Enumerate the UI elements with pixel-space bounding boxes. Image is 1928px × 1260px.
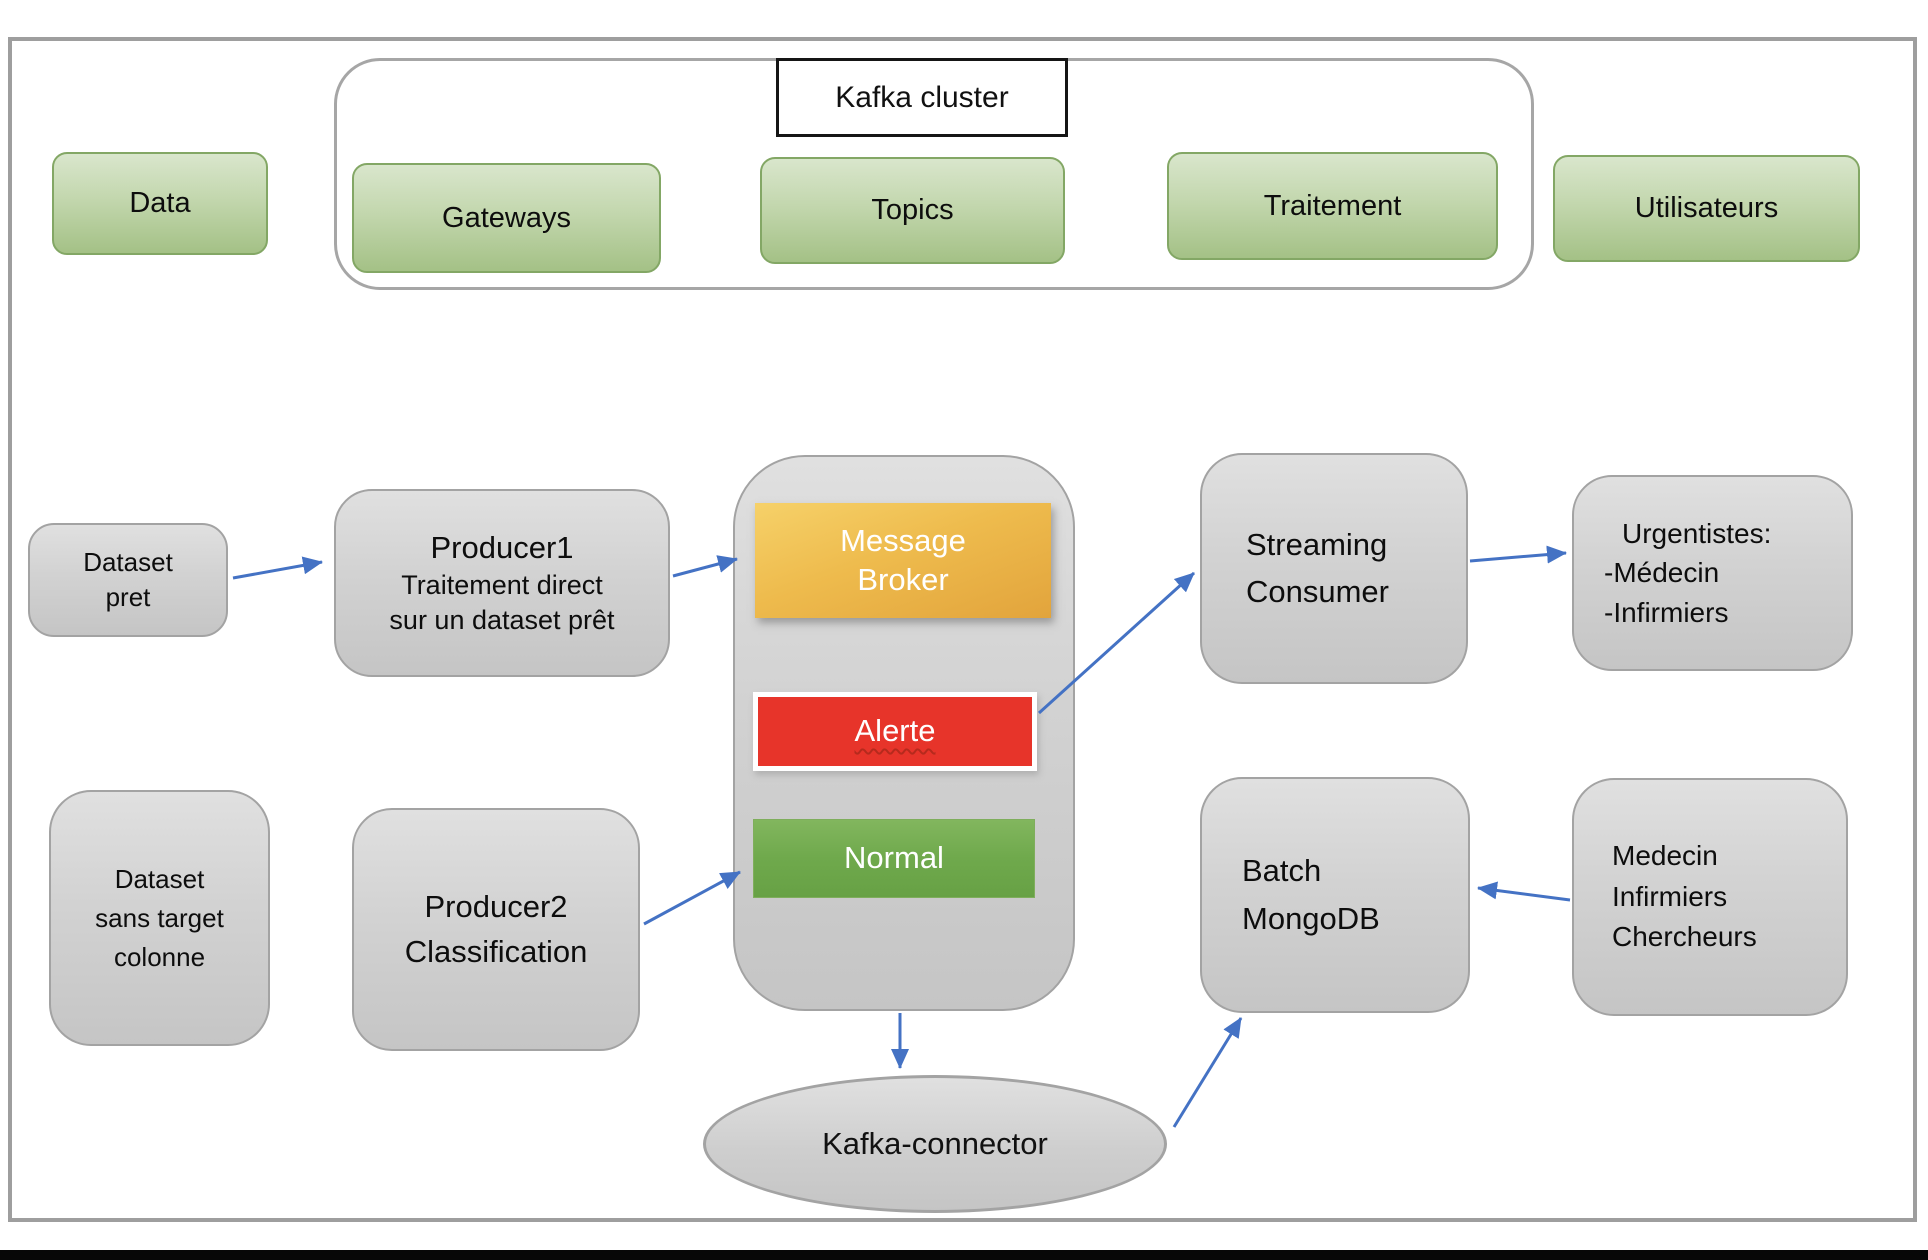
data-box: Data [52, 152, 268, 255]
batch-mongodb-line1: Batch [1242, 852, 1322, 888]
topics-box: Topics [760, 157, 1065, 264]
topics-label: Topics [871, 194, 954, 226]
urgentistes-title: Urgentistes: [1622, 518, 1772, 550]
medecin-group-line2: Infirmiers [1612, 880, 1728, 912]
kafka-connector-label: Kafka-connector [822, 1126, 1048, 1161]
gateways-label: Gateways [442, 201, 571, 234]
dataset-pret-node: Dataset pret [28, 523, 228, 637]
utilisateurs-label: Utilisateurs [1634, 192, 1779, 224]
streaming-consumer-node: Streaming Consumer [1200, 453, 1468, 684]
producer1-node: Producer1 Traitement direct sur un datas… [334, 489, 670, 677]
gateways-box: Gateways [352, 163, 661, 273]
dataset-sans-target-line3: colonne [113, 941, 206, 972]
data-label: Data [129, 187, 191, 219]
producer2-line1: Producer2 [424, 888, 568, 924]
alerte-label: Alerte [854, 713, 936, 749]
kafka-connector-node: Kafka-connector [703, 1075, 1167, 1213]
dataset-sans-target-line2: sans target [95, 902, 224, 933]
producer1-line2: sur un dataset prêt [389, 605, 615, 636]
streaming-consumer-line1: Streaming [1246, 527, 1388, 562]
message-broker-node: Message Broker [755, 503, 1051, 618]
dataset-sans-target-line1: Dataset [114, 863, 205, 894]
batch-mongodb-node: Batch MongoDB [1200, 777, 1470, 1013]
urgentistes-line2: -Infirmiers [1604, 596, 1729, 628]
urgentistes-node: Urgentistes: -Médecin -Infirmiers [1572, 475, 1853, 671]
producer2-node: Producer2 Classification [352, 808, 640, 1051]
utilisateurs-box: Utilisateurs [1553, 155, 1860, 262]
message-broker-line2: Broker [857, 561, 949, 597]
producer1-line1: Traitement direct [401, 570, 603, 601]
message-broker-line1: Message [840, 522, 966, 558]
normal-label: Normal [844, 840, 944, 876]
medecin-group-line1: Medecin [1612, 840, 1718, 872]
producer1-title: Producer1 [430, 529, 574, 565]
kafka-cluster-title-label: Kafka cluster [835, 80, 1009, 114]
dataset-pret-line2: pret [105, 582, 151, 612]
medecin-group-node: Medecin Infirmiers Chercheurs [1572, 778, 1848, 1016]
bottom-black-bar [0, 1250, 1928, 1260]
dataset-pret-line1: Dataset [83, 546, 173, 577]
normal-topic-node: Normal [753, 819, 1035, 898]
dataset-sans-target-node: Dataset sans target colonne [49, 790, 270, 1046]
alerte-topic-node: Alerte [753, 692, 1037, 771]
traitement-label: Traitement [1263, 189, 1402, 222]
kafka-cluster-title: Kafka cluster [776, 58, 1068, 137]
streaming-consumer-line2: Consumer [1246, 573, 1389, 609]
medecin-group-line3: Chercheurs [1612, 921, 1757, 953]
traitement-box: Traitement [1167, 152, 1498, 260]
batch-mongodb-line2: MongoDB [1242, 901, 1380, 936]
urgentistes-line1: -Médecin [1604, 557, 1720, 589]
producer2-line2: Classification [404, 933, 588, 969]
